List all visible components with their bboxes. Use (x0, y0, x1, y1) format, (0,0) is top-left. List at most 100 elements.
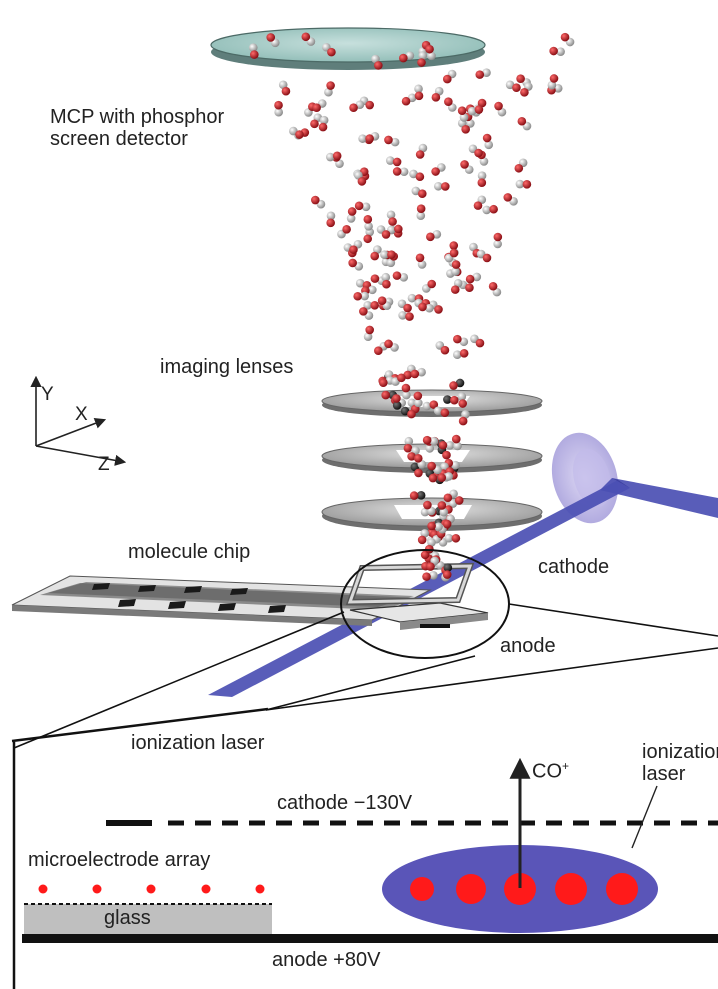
oxygen-atom (417, 58, 426, 67)
oxygen-atom (370, 301, 379, 310)
oxygen-atom (392, 394, 401, 403)
oxygen-atom (384, 135, 393, 145)
carbon-atom (477, 171, 487, 181)
carbon-atom (399, 167, 409, 177)
oxygen-atom (429, 400, 439, 409)
oxygen-atom (417, 535, 427, 545)
oxygen-atom (357, 177, 367, 186)
oxygen-atom (384, 339, 393, 349)
carbon-atom (453, 350, 462, 360)
carbon-atom (515, 179, 525, 189)
oxygen-atom (301, 32, 311, 42)
oxygen-atom (437, 501, 447, 510)
oxygen-atom (503, 193, 513, 202)
oxygen-atom (347, 207, 357, 216)
carbon-atom (484, 140, 494, 150)
oxygen-atom (416, 204, 426, 214)
carbon-atom (381, 272, 391, 282)
oxygen-atom (560, 32, 570, 42)
oxygen-atom (549, 46, 558, 56)
carbon-atom (364, 222, 373, 231)
carbon-atom (368, 285, 377, 295)
oxygen-atom (451, 260, 461, 269)
ion-formula: CO (532, 760, 562, 783)
carbon-atom (418, 51, 428, 60)
carbon-atom (414, 84, 423, 94)
carbon-atom (443, 563, 453, 572)
carbon-atom (461, 410, 470, 419)
carbon-atom (402, 390, 411, 400)
carbon-atom (358, 134, 367, 143)
carbon-atom (398, 311, 407, 320)
carbon-atom (346, 214, 356, 223)
oxygen-atom (413, 391, 423, 401)
carbon-atom (326, 211, 336, 221)
carbon-atom (413, 398, 423, 408)
oxygen-atom (457, 106, 467, 115)
carbon-atom (355, 278, 365, 288)
carbon-atom (360, 291, 369, 301)
ion-label: CO+ (532, 759, 569, 783)
carbon-atom (433, 181, 443, 191)
oxygen-atom (458, 416, 468, 426)
oxygen-atom (514, 163, 524, 173)
oxygen-atom (465, 274, 475, 284)
carbon-atom (429, 570, 438, 580)
oxygen-atom (349, 245, 358, 254)
anode-frame (349, 602, 489, 630)
oxygen-atom (428, 473, 438, 483)
oxygen-atom (266, 33, 276, 42)
oxygen-atom (365, 325, 374, 335)
oxygen-atom (440, 408, 450, 417)
carbon-atom (427, 51, 436, 61)
oxygen-atom (387, 250, 396, 260)
oxygen-atom (454, 496, 464, 505)
carbon-atom (416, 211, 426, 221)
oxygen-atom (353, 291, 362, 301)
carbon-atom (371, 54, 380, 64)
oxygen-atom (363, 234, 373, 244)
glass-substrate (24, 903, 272, 934)
oxygen-atom (442, 519, 452, 529)
oxygen-atom (332, 151, 342, 161)
oxygen-atom (434, 305, 443, 314)
carbon-atom (325, 152, 335, 162)
oxygen-atom (401, 383, 411, 393)
oxygen-atom (426, 232, 435, 242)
oxygen-atom (443, 493, 453, 503)
carbon-atom (319, 115, 329, 125)
carbon-atom (361, 202, 371, 212)
oxygen-atom (392, 167, 402, 176)
anode-voltage-label: anode +80V (272, 949, 381, 971)
carbon-atom (248, 43, 258, 52)
carbon-atom (324, 87, 333, 97)
molecule-chip (11, 575, 432, 626)
carbon-atom (482, 205, 491, 215)
carbon-atom (405, 51, 415, 60)
oxygen-atom (512, 83, 521, 93)
oxygen-atom (359, 307, 368, 316)
carbon-atom (459, 337, 469, 347)
carbon-atom (479, 157, 489, 166)
oxygen-atom (426, 562, 435, 571)
inset-panel (11, 707, 269, 989)
oxygen-atom (449, 241, 459, 250)
oxygen-atom (453, 334, 462, 344)
carbon-atom (418, 143, 428, 153)
oxygen-atom (388, 217, 397, 226)
anode-label: anode (500, 635, 556, 657)
oxygen-atom (516, 74, 525, 83)
oxygen-atom (381, 390, 391, 400)
oxygen-atom (475, 70, 485, 79)
oxygen-atom (427, 279, 437, 289)
carbon-atom (455, 378, 465, 388)
oxygen-atom (494, 101, 503, 111)
oxygen-atom (409, 491, 419, 500)
oxygen-atom (475, 338, 485, 348)
oxygen-atom (310, 119, 319, 129)
carbon-atom (457, 392, 467, 401)
x-axis-label: X (75, 404, 88, 425)
carbon-atom (363, 332, 373, 342)
oxygen-atom (450, 285, 460, 294)
carbon-atom (380, 250, 389, 260)
